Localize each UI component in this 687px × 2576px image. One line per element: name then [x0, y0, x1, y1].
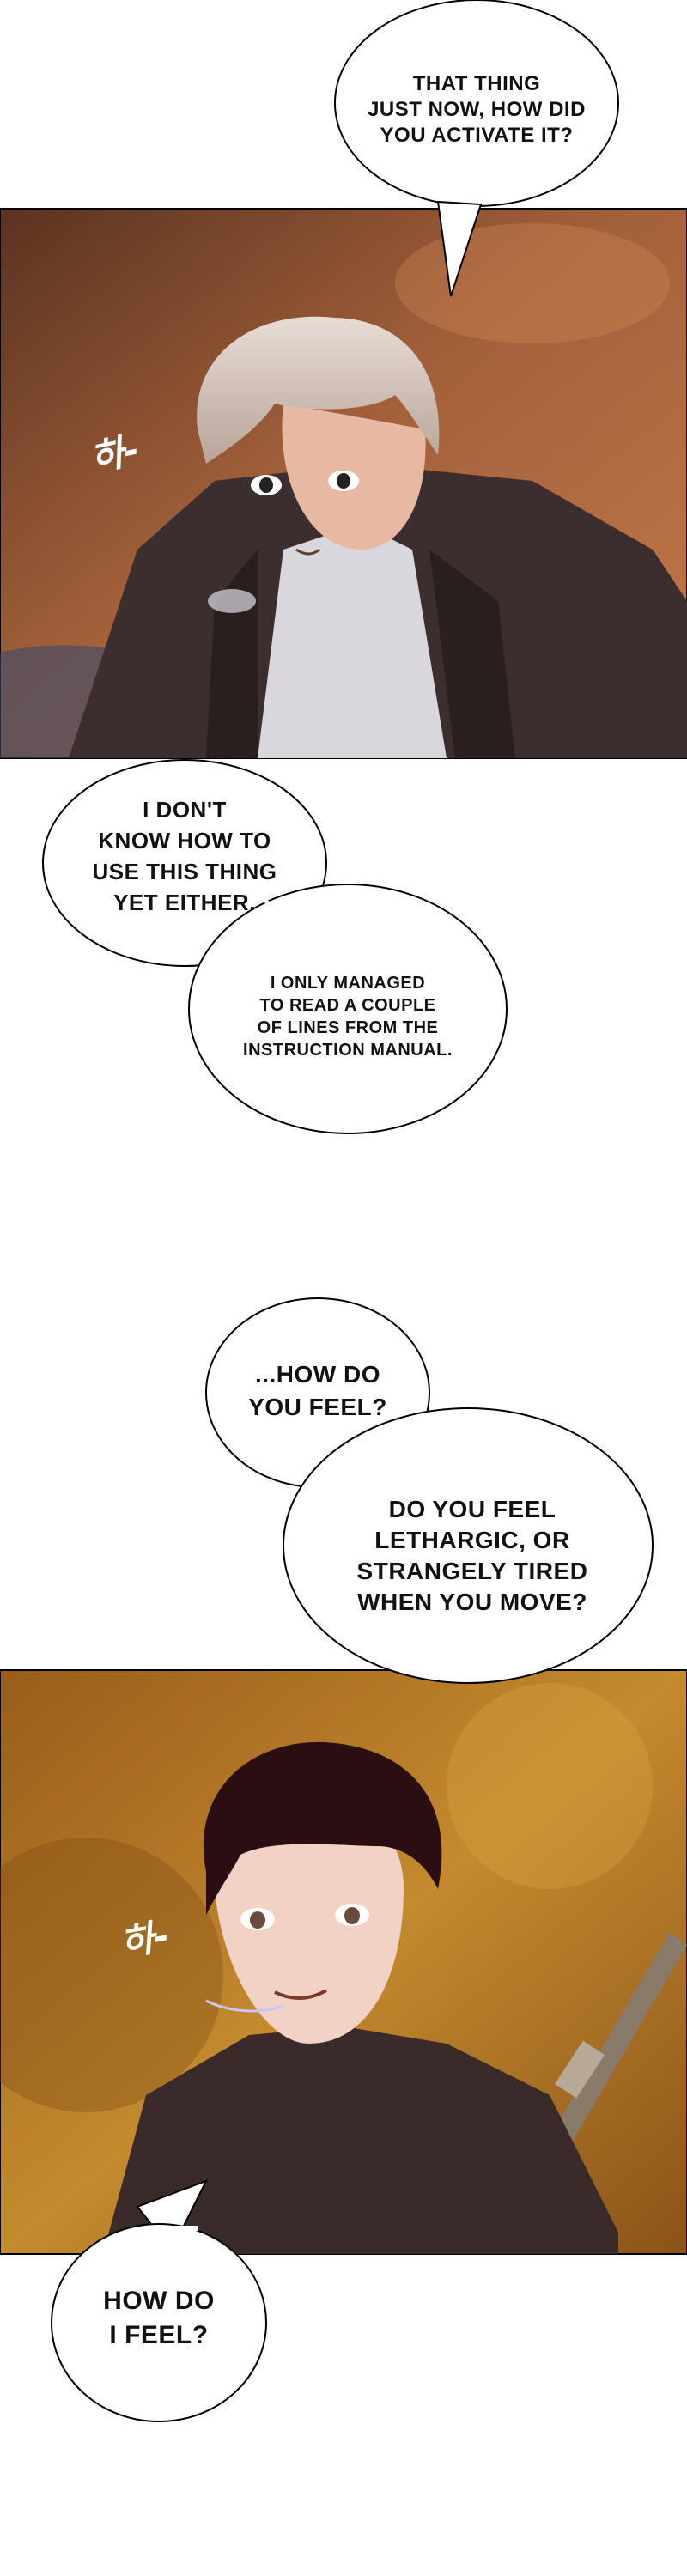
speech-bubble-6: [51, 2223, 267, 2422]
speech-bubble-5: [283, 1407, 654, 1684]
speech-bubble-3: [188, 884, 508, 1134]
bubble-5-text: DO YOU FEEL LETHARGIC, OR STRANGELY TIRE…: [356, 1496, 588, 1615]
bubble-1-text: THAT THING JUST NOW, HOW DID YOU ACTIVAT…: [368, 72, 586, 147]
bubble-6-text: HOW DO I FEEL?: [103, 2287, 215, 2349]
dark-haired-character: [103, 2026, 618, 2254]
bubble-2-text: I DON'T KNOW HOW TO USE THIS THING YET E…: [92, 797, 277, 915]
bubble-4-text: ...HOW DO YOU FEEL?: [248, 1361, 387, 1420]
bubble-3-text: I ONLY MANAGED TO READ A COUPLE OF LINES…: [243, 974, 453, 1060]
sfx-text-2: 하-: [117, 1914, 173, 1965]
